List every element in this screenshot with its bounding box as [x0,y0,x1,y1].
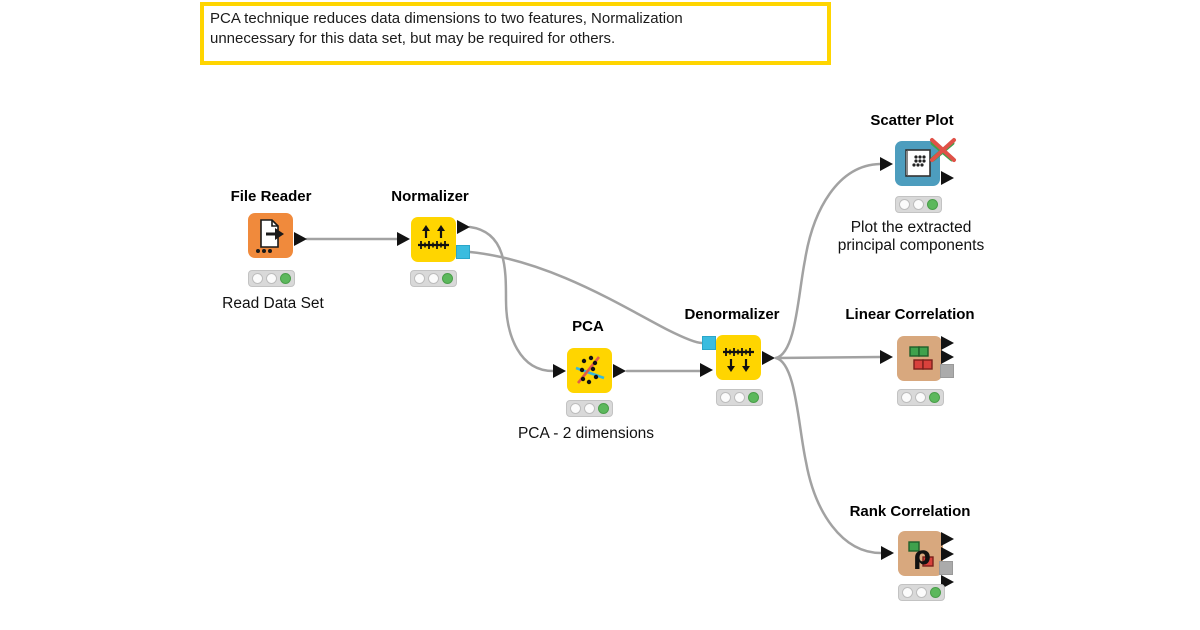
connection-denormalizer-rankcorrelation[interactable] [774,356,883,555]
pca-input-port[interactable] [553,364,566,378]
denormalizer-data-input-port[interactable] [700,363,713,377]
connection-normalizer-pca[interactable] [468,225,555,373]
status-light-red [899,199,910,210]
node-normalizer[interactable] [411,217,456,262]
workflow-annotation[interactable]: PCA technique reduces data dimensions to… [200,2,831,65]
status-light-green [930,587,941,598]
status-light-red [414,273,425,284]
scatter-plot-input-port[interactable] [880,157,893,171]
scatter-plot-status-light [895,196,942,213]
status-light-green [927,199,938,210]
normalizer-icon [418,225,449,249]
denormalizer-model-input-port[interactable] [702,336,716,350]
normalizer-status-light [410,270,457,287]
pca-icon [575,355,605,385]
denormalizer-status-light [716,389,763,406]
rank-correlation-status-light [898,584,945,601]
svg-text:ρ: ρ [913,541,931,570]
scatter-plot-delete-badge-icon[interactable] [929,136,957,164]
status-light-yellow [913,199,924,210]
node-rank-correlation[interactable]: ρ [898,531,943,576]
node-label-normalizer: Normalizer [391,188,469,205]
rank-correlation-input-port[interactable] [881,546,894,560]
status-light-red [902,587,913,598]
node-comment-file-reader[interactable]: Read Data Set [222,295,324,312]
connection-normalizer-denormalizer[interactable] [468,250,704,345]
file-reader-icon [256,219,284,253]
node-comment-pca[interactable]: PCA - 2 dimensions [517,425,655,442]
node-linear-correlation[interactable] [897,336,942,381]
linear-correlation-output-port-2[interactable] [941,350,954,364]
status-light-red [252,273,263,284]
node-label-linear-correlation: Linear Correlation [845,306,975,323]
pca-status-light [566,400,613,417]
file-reader-output-port[interactable] [294,232,307,246]
rank-correlation-icon: ρ [908,541,934,570]
node-comment-scatter-plot[interactable]: Plot the extracted principal components [837,219,985,254]
status-light-green [598,403,609,414]
scatter-plot-icon [905,149,931,177]
linear-correlation-input-port[interactable] [880,350,893,364]
file-reader-status-light [248,270,295,287]
status-light-green [280,273,291,284]
status-light-yellow [428,273,439,284]
status-light-red [570,403,581,414]
rank-correlation-output-port-2[interactable] [941,547,954,561]
status-light-red [720,392,731,403]
node-pca[interactable] [567,348,612,393]
rank-correlation-output-port-1[interactable] [941,532,954,546]
annotation-line1: PCA technique reduces data dimensions to… [210,10,683,27]
status-light-green [929,392,940,403]
connection-denormalizer-linearcorrelation[interactable] [774,355,882,360]
status-light-green [748,392,759,403]
normalizer-model-output-port[interactable] [456,245,470,259]
denormalizer-output-port[interactable] [762,351,775,365]
status-light-red [901,392,912,403]
node-file-reader[interactable] [248,213,293,258]
denormalizer-icon [723,348,754,372]
status-light-yellow [916,587,927,598]
linear-correlation-status-light [897,389,944,406]
node-scatter-plot[interactable] [895,141,940,186]
node-label-scatter-plot: Scatter Plot [870,112,954,129]
status-light-green [442,273,453,284]
normalizer-input-port[interactable] [397,232,410,246]
connection-denormalizer-scatterplot[interactable] [774,162,882,360]
linear-correlation-inactive-port[interactable] [940,364,954,378]
normalizer-data-output-port[interactable] [457,220,470,234]
node-denormalizer[interactable] [716,335,761,380]
status-light-yellow [266,273,277,284]
rank-correlation-inactive-port[interactable] [939,561,953,575]
linear-correlation-output-port-1[interactable] [941,336,954,350]
linear-correlation-icon [909,346,933,370]
annotation-line2: unnecessary for this data set, but may b… [210,30,616,47]
status-light-yellow [915,392,926,403]
node-label-pca: PCA [572,318,604,335]
node-label-file-reader: File Reader [230,188,312,205]
node-label-denormalizer: Denormalizer [684,306,780,323]
status-light-yellow [734,392,745,403]
scatter-plot-output-port[interactable] [941,171,954,185]
pca-output-port[interactable] [613,364,626,378]
status-light-yellow [584,403,595,414]
node-label-rank-correlation: Rank Correlation [849,503,971,520]
